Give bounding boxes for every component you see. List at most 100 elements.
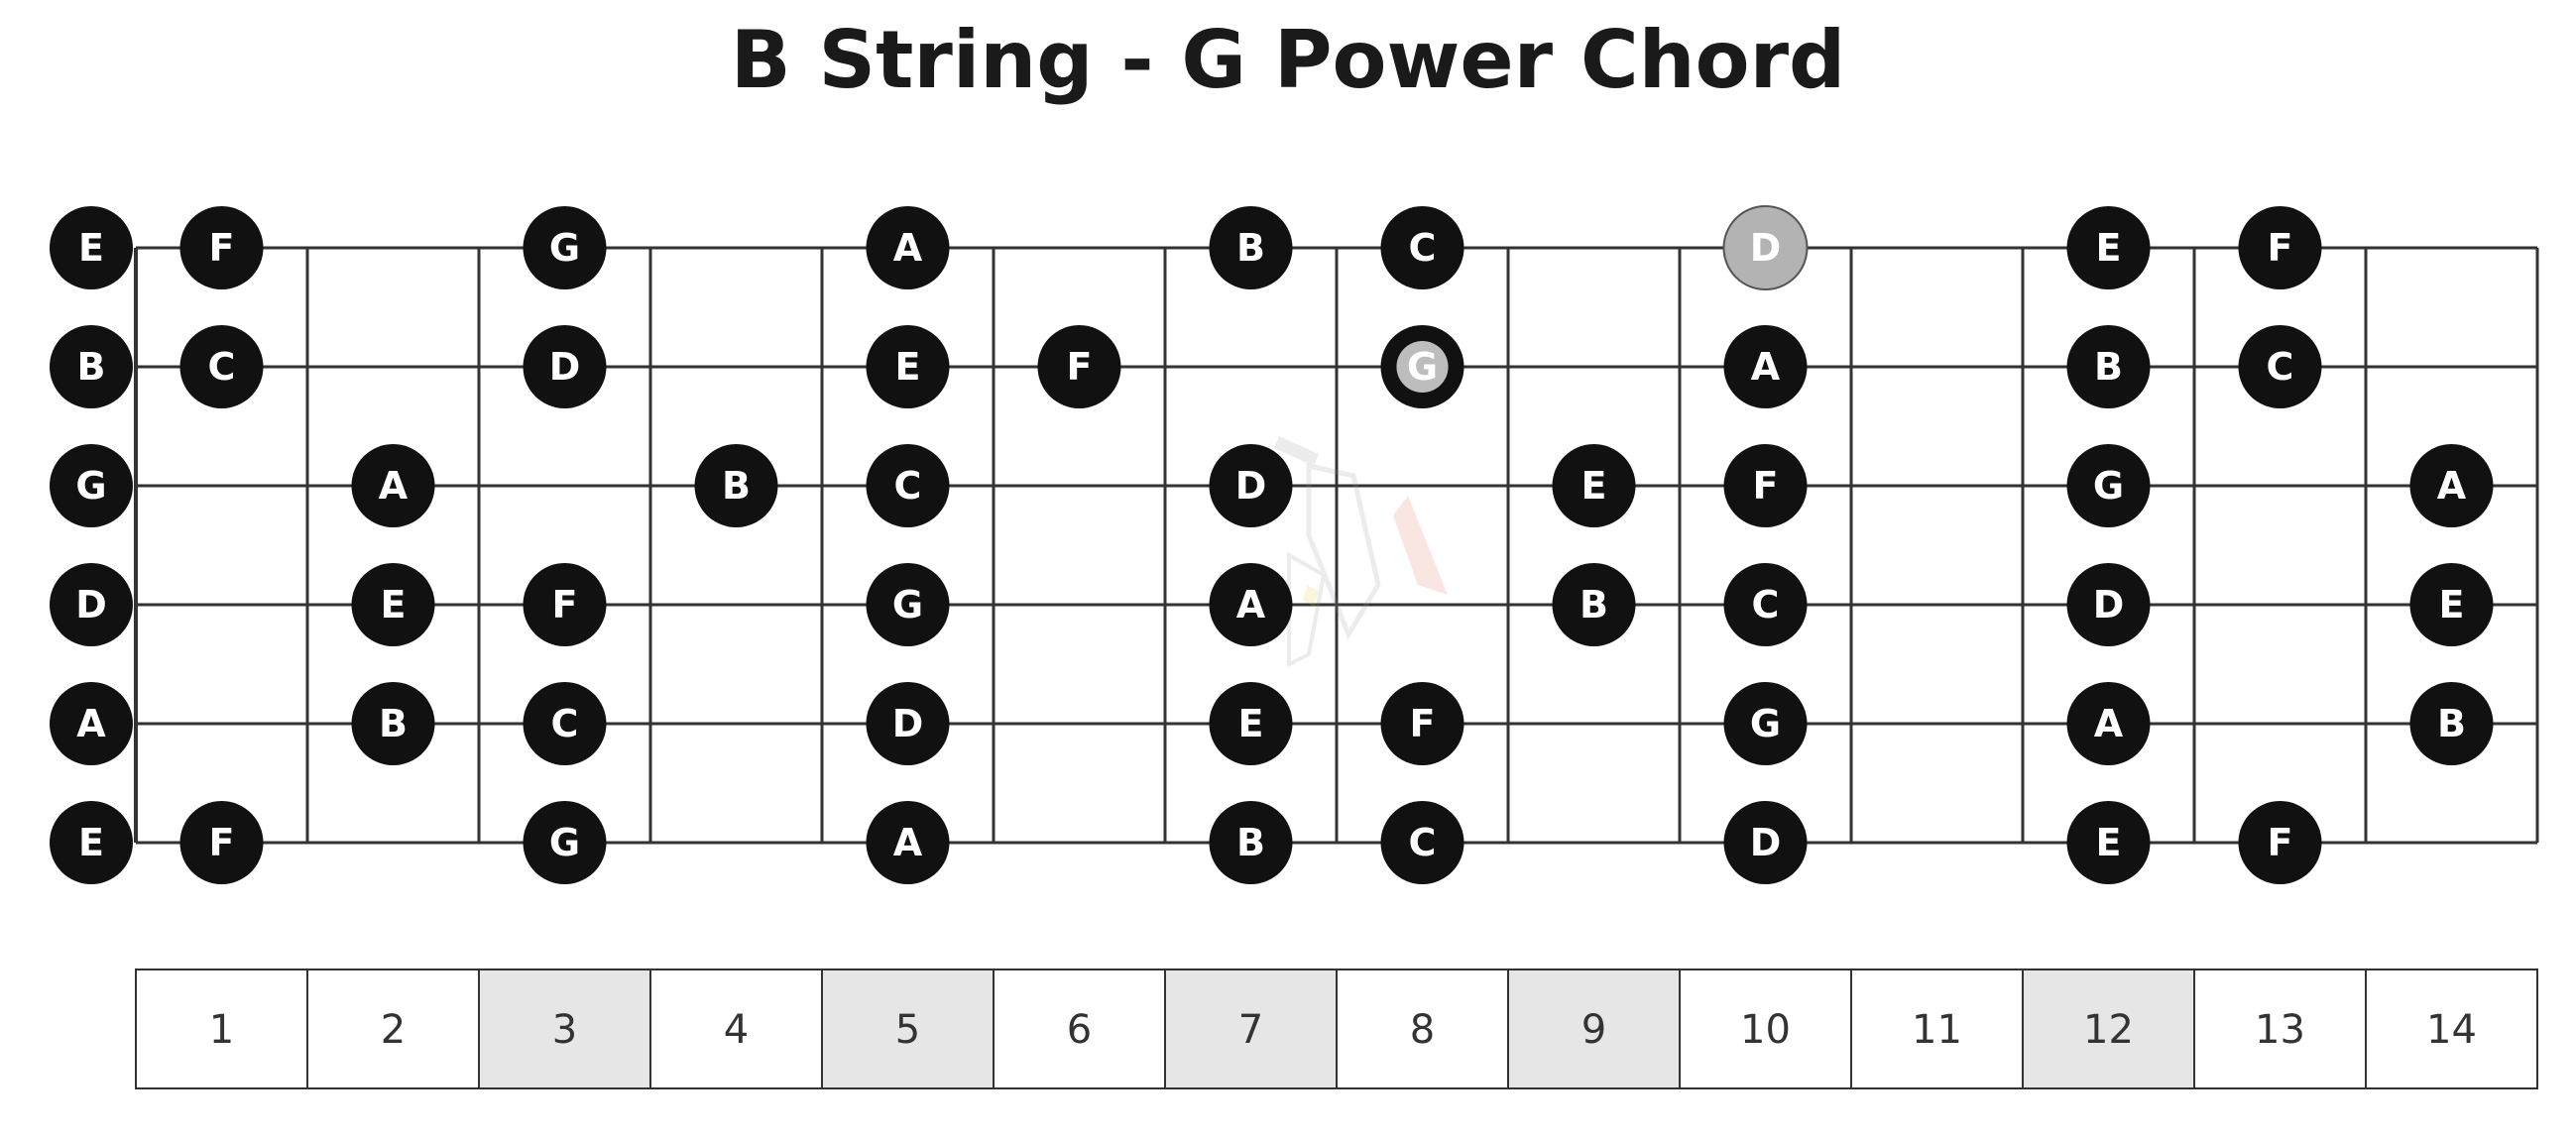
note-dot (1723, 325, 1808, 408)
fret-number-label: 3 (552, 1007, 577, 1053)
note-label: E (78, 821, 104, 864)
note-dot (866, 325, 950, 408)
note-dot (179, 801, 264, 884)
fret-number-cell (1850, 969, 2024, 1089)
note-marker-high-e-d: D (1722, 205, 1809, 290)
note-dot (2409, 682, 2494, 765)
note-dot (351, 563, 435, 646)
note-label: C (1409, 226, 1437, 270)
note-dot (50, 206, 133, 289)
note-marker-b-a: A (1723, 325, 1808, 408)
note-marker-b-f: F (1037, 325, 1121, 408)
note-marker-g-a: A (351, 444, 435, 527)
note-dot (2238, 325, 2322, 408)
note-marker-b-b: B (50, 325, 133, 408)
note-label: A (2437, 464, 2467, 508)
note-marker-g-g: G (2066, 444, 2151, 527)
note-dot (2066, 801, 2151, 884)
note-marker-g-g: G (50, 444, 133, 527)
note-marker-high-e-e: E (2066, 206, 2151, 289)
note-label: E (1581, 464, 1607, 508)
note-marker-d-a: A (1209, 563, 1293, 646)
note-marker-d-e: E (2409, 563, 2494, 646)
fret-number-label: 1 (209, 1007, 234, 1053)
fret-number-cell (1336, 969, 1509, 1089)
note-dot (523, 801, 607, 884)
note-label: C (208, 345, 236, 389)
note-label: B (2094, 345, 2123, 389)
note-label: G (549, 821, 580, 864)
note-dot (50, 801, 133, 884)
note-marker-d-c: C (1723, 563, 1808, 646)
note-marker-a-e: E (1209, 682, 1293, 765)
note-dot (2066, 563, 2151, 646)
note-dot (2409, 444, 2494, 527)
fretboard-grid (134, 246, 2539, 845)
note-dot (2066, 206, 2151, 289)
note-marker-g-e: E (1552, 444, 1636, 527)
note-marker-d-d: D (2066, 563, 2151, 646)
fret-number-label: 11 (1912, 1007, 1962, 1053)
fret-number-cell (2193, 969, 2367, 1089)
note-marker-a-f: F (1380, 682, 1464, 765)
note-marker-low-e-e: E (2066, 801, 2151, 884)
note-marker-b-c: C (179, 325, 264, 408)
note-label: G (892, 583, 923, 627)
note-marker-b-e: E (866, 325, 950, 408)
note-marker-d-d: D (50, 563, 133, 646)
note-label: C (894, 464, 922, 508)
note-marker-d-g: G (866, 563, 950, 646)
note-dot (1723, 682, 1808, 765)
note-label: F (1067, 345, 1093, 389)
fret-number-cell (1679, 969, 1852, 1089)
fret-number-label: 2 (381, 1007, 406, 1053)
note-dot (1723, 444, 1808, 527)
note-dot (50, 444, 133, 527)
note-marker-g-c: C (866, 444, 950, 527)
note-label: D (1750, 226, 1782, 270)
fret-number-cell (135, 969, 308, 1089)
note-marker-b-g: G (1380, 325, 1464, 408)
note-marker-high-e-g: G (523, 206, 607, 289)
fret-number-label: 7 (1238, 1007, 1263, 1053)
note-dot (2066, 325, 2151, 408)
note-marker-a-c: C (523, 682, 607, 765)
note-dot (2409, 563, 2494, 646)
note-label: F (209, 226, 235, 270)
note-label: E (895, 345, 921, 389)
note-marker-low-e-a: A (866, 801, 950, 884)
note-marker-low-e-f: F (2238, 801, 2322, 884)
note-label: E (2096, 226, 2122, 270)
note-marker-a-b: B (351, 682, 435, 765)
note-marker-g-a: A (2409, 444, 2494, 527)
note-label: F (2268, 226, 2293, 270)
note-dot (50, 563, 133, 646)
note-label: D (549, 345, 581, 389)
note-marker-high-e-b: B (1209, 206, 1293, 289)
note-dot (50, 682, 133, 765)
note-dot (50, 325, 133, 408)
note-dot (1380, 682, 1464, 765)
note-label: G (1750, 702, 1781, 745)
note-dot (694, 444, 778, 527)
note-label: E (2439, 583, 2465, 627)
fret-number-cell (2365, 969, 2538, 1089)
note-dot (866, 206, 950, 289)
note-marker-a-d: D (866, 682, 950, 765)
note-dot (2238, 206, 2322, 289)
fret-number-label: 5 (895, 1007, 920, 1053)
note-label: E (1238, 702, 1264, 745)
note-marker-b-c: C (2238, 325, 2322, 408)
note-dot (179, 325, 264, 408)
note-label: G (75, 464, 106, 508)
note-marker-high-e-e: E (50, 206, 133, 289)
fret-number-label: 8 (1410, 1007, 1435, 1053)
note-dot (866, 563, 950, 646)
note-marker-low-e-b: B (1209, 801, 1293, 884)
note-marker-d-e: E (351, 563, 435, 646)
note-label: A (1751, 345, 1781, 389)
note-label: A (1236, 583, 1266, 627)
note-marker-high-e-a: A (866, 206, 950, 289)
note-dot (1037, 325, 1121, 408)
note-label: A (76, 702, 106, 745)
